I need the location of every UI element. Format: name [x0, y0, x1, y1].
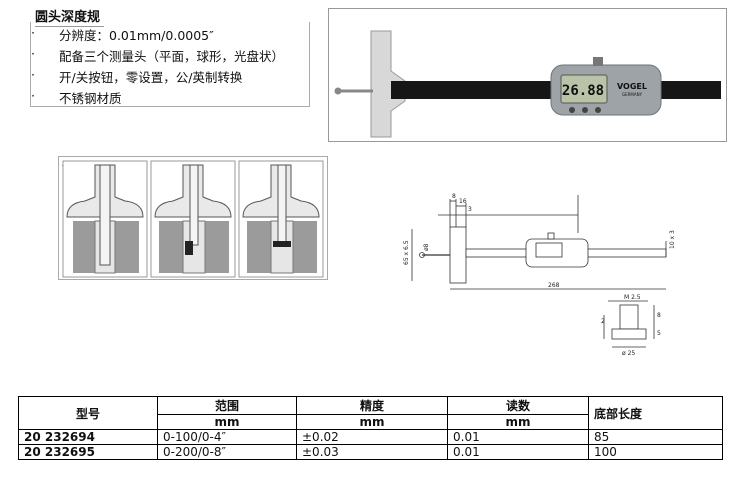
bullet: ·: [31, 67, 35, 82]
dim-label: 10 x 3: [669, 230, 676, 249]
lcd-value: 26.88: [562, 83, 604, 99]
bullet: ·: [31, 88, 35, 103]
spec-table: 型号 范围 精度 读数 底部长度 mm mm mm 20 232694 0-10…: [18, 396, 723, 460]
cell-range: 0-100/0-4″: [157, 429, 297, 445]
unit-accuracy: mm: [296, 414, 448, 430]
cell-reading: 0.01: [447, 444, 589, 460]
cell-accuracy: ±0.02: [296, 429, 448, 445]
table-row: 20 232695 0-200/0-8″ ±0.03 0.01 100: [18, 444, 723, 460]
gauge-base: [370, 30, 406, 138]
product-photo: 26.88 VOGEL GERMANY: [328, 8, 727, 142]
header-model: 型号: [18, 396, 158, 430]
thumb-wheel: [593, 57, 603, 66]
lcd-display: [560, 74, 608, 104]
header-reading: 读数: [447, 396, 589, 415]
detail-disc: [611, 328, 647, 340]
cell-accuracy: ±0.03: [296, 444, 448, 460]
probe-illustrations: A1: [58, 156, 328, 280]
cell-base-length: 100: [588, 444, 723, 460]
unit-reading: mm: [447, 414, 589, 430]
feature-text: 分辨度：0.01mm/0.0005″: [59, 28, 214, 43]
header-accuracy: 精度: [296, 396, 448, 415]
detail-view: M 2.5 ø 25 2 8 5: [601, 294, 661, 357]
drawing-wheel: [547, 232, 555, 240]
dim-label: 2: [601, 318, 605, 325]
cell-model: 20 232695: [18, 444, 158, 460]
dim-label: 8: [452, 193, 456, 200]
cell-reading: 0.01: [447, 429, 589, 445]
depth-gauge-illustration: 26.88 VOGEL GERMANY: [334, 30, 721, 138]
feature-text: 不锈钢材质: [59, 91, 122, 106]
header-range: 范围: [157, 396, 297, 415]
dim-label: ø 25: [622, 350, 635, 357]
dim-label: 65 x 6.5: [403, 240, 410, 265]
button-icon: [569, 107, 575, 113]
drawing-probe-tip: [419, 252, 425, 258]
detail-shaft: [619, 304, 639, 330]
table-header-row: 型号 范围 精度 读数 底部长度: [18, 396, 723, 430]
product-title: 圆头深度规: [35, 6, 105, 27]
feature-text: 开/关按钮，零设置，公/英制转换: [59, 70, 243, 85]
dim-label: 16: [459, 198, 467, 205]
dim-label: 3: [468, 206, 472, 213]
drawing-lcd: [535, 242, 563, 258]
feature-text: 配备三个测量头（平面，球形，光盘状）: [59, 49, 285, 64]
cell-base-length: 85: [588, 429, 723, 445]
cell-range: 0-200/0-8″: [157, 444, 297, 460]
header-base-length: 底部长度: [588, 396, 723, 430]
dim-label: 5: [657, 330, 661, 337]
button-icon: [582, 107, 588, 113]
table-row: 20 232694 0-100/0-4″ ±0.02 0.01 85: [18, 429, 723, 445]
dim-label: M 2.5: [624, 294, 641, 301]
feature-list: · 分辨度：0.01mm/0.0005″ · 配备三个测量头（平面，球形，光盘状…: [30, 22, 310, 107]
cell-model: 20 232694: [18, 429, 158, 445]
dim-label: 8: [657, 312, 661, 319]
bullet: ·: [31, 25, 35, 40]
bullet: ·: [31, 46, 35, 61]
drawing-base: [449, 226, 467, 284]
unit-range: mm: [157, 414, 297, 430]
probe-panel-disc: [238, 160, 324, 278]
probe-ball: [334, 87, 342, 95]
dim-label: 268: [548, 282, 560, 289]
dim-label: ø8: [423, 243, 430, 251]
probe-panel-flat: [62, 160, 148, 278]
technical-drawing: 8 16 3 65 x 6.5 ø8 10 x 3 268 M 2.5 ø 25: [398, 185, 698, 357]
brand-logo: VOGEL: [617, 82, 647, 91]
probe-panel-ball: [150, 160, 236, 278]
dimension-drawing: 8 16 3 65 x 6.5 ø8 10 x 3 268 M 2.5 ø 25: [403, 193, 676, 357]
button-icon: [595, 107, 601, 113]
brand-sub: GERMANY: [622, 92, 643, 97]
probe-panels: A1: [62, 160, 324, 278]
